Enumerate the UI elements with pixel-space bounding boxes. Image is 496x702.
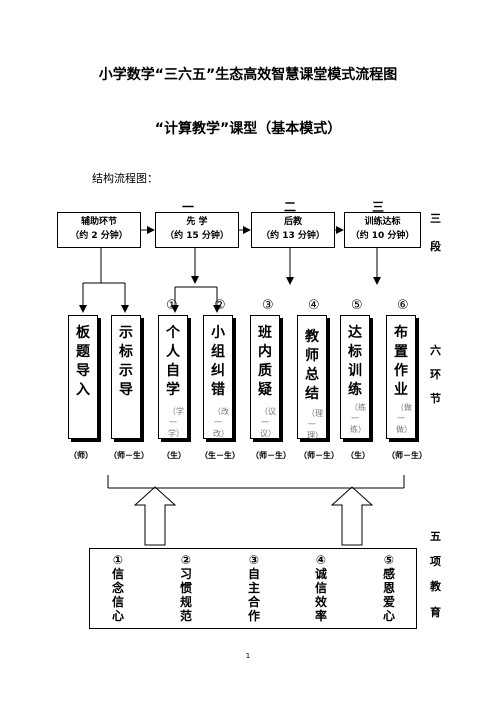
phase-box-training: 训练达标 （约 10 分钟）: [344, 212, 421, 248]
side-label-jiao: 教: [430, 580, 441, 593]
side-label-duan: 段: [430, 240, 441, 253]
step-box-1: 板题导入: [68, 315, 98, 439]
role-label-3: （生）: [162, 451, 186, 460]
stage-number-3: 三: [372, 200, 385, 214]
side-label-yu: 育: [430, 606, 441, 619]
phase-name: 辅助环节: [80, 217, 117, 227]
side-label-jie: 节: [430, 392, 441, 405]
stage-number-1: 一: [182, 200, 195, 214]
step-text: 个人自学: [166, 325, 180, 398]
page-number: 1: [245, 652, 251, 660]
hollow-arrow-right: [330, 486, 374, 546]
phase-box-auxiliary: 辅助环节 （约 2 分钟）: [57, 212, 141, 248]
hollow-arrow-left: [133, 486, 177, 546]
phase-time: （约 2 分钟）: [70, 231, 128, 241]
phase-box-post-teaching: 后教 （约 13 分钟）: [251, 212, 335, 248]
page-title: 小学数学“三六五”生态高效智慧课堂模式流程图: [98, 67, 398, 83]
phase-time: （约 10 分钟）: [350, 231, 415, 241]
step-text: 达标训练: [348, 325, 362, 398]
phase-name: 训练达标: [364, 217, 401, 227]
structure-label: 结构流程图：: [92, 172, 158, 185]
phase-name: 先 学: [186, 217, 208, 227]
step-box-6: 教师总结 （理一理）: [297, 315, 327, 440]
side-label-huan: 环: [430, 368, 441, 381]
step-number-3: ③: [262, 298, 274, 313]
side-label-san: 三: [430, 212, 441, 225]
step-number-6: ⑥: [397, 298, 409, 313]
step-number-1: ①: [166, 298, 178, 313]
step-box-2: 示标示导: [111, 315, 141, 439]
phase-time: （约 13 分钟）: [261, 231, 325, 241]
step-number-5: ⑤: [351, 298, 363, 313]
phase-box-pre-learning: 先 学 （约 15 分钟）: [155, 212, 239, 248]
step-number-2: ②: [214, 298, 226, 313]
role-label-7: （生）: [346, 451, 370, 460]
stage-number-2: 二: [284, 200, 297, 214]
step-text: 布置作业: [394, 325, 408, 398]
page-subtitle: “计算教学”课型（基本模式）: [154, 121, 342, 137]
role-label-8: （师－生）: [387, 451, 427, 460]
role-label-2: （师－生）: [109, 451, 149, 460]
step-note: （练一练）: [350, 403, 366, 434]
step-note: （改一改）: [213, 407, 229, 438]
side-label-liu: 六: [430, 344, 441, 357]
step-text: 示标示导: [119, 325, 133, 398]
step-box-4: 小组纠错 （改一改）: [203, 315, 233, 439]
step-text: 板题导入: [76, 325, 90, 398]
role-label-4: （生－生）: [200, 451, 240, 460]
step-text: 小组纠错: [211, 325, 225, 398]
phase-name: 后教: [283, 217, 302, 227]
step-box-8: 布置作业 （做一做）: [386, 315, 416, 439]
step-note: （理一理）: [307, 409, 323, 440]
step-note: （学一学）: [168, 407, 184, 438]
side-label-wu: 五: [430, 530, 441, 543]
phase-time: （约 15 分钟）: [165, 231, 229, 241]
step-note: （议一议）: [260, 407, 276, 438]
role-label-6: （师－生）: [299, 451, 339, 460]
role-label-1: （师）: [69, 451, 93, 460]
step-box-3: 个人自学 （学一学）: [158, 315, 188, 439]
step-box-7: 达标训练 （练一练）: [340, 315, 370, 439]
step-note: （做一做）: [396, 403, 412, 434]
side-label-xiang: 项: [430, 555, 441, 568]
step-text: 班内质疑: [258, 325, 272, 398]
step-number-4: ④: [308, 298, 320, 313]
role-label-5: （师－生）: [251, 451, 291, 460]
step-text: 教师总结: [305, 329, 319, 402]
step-box-5: 班内质疑 （议一议）: [250, 315, 280, 439]
